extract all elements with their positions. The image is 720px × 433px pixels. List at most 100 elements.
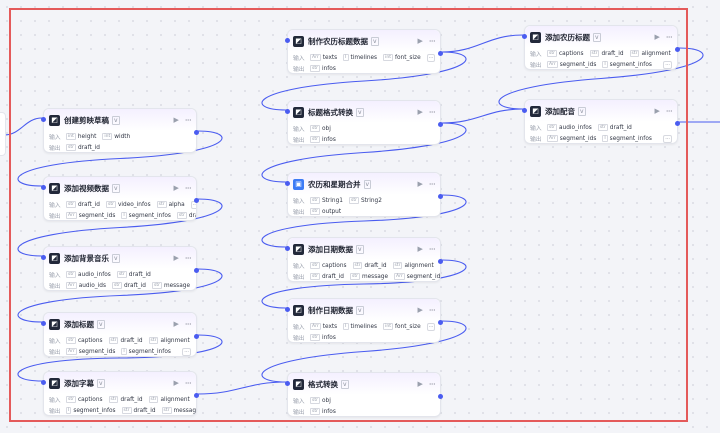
- output-port[interactable]: [194, 130, 199, 135]
- param-name: String2: [360, 197, 382, 204]
- input-port[interactable]: [285, 38, 290, 43]
- play-icon[interactable]: ▶: [654, 33, 660, 41]
- output-port[interactable]: [438, 194, 443, 199]
- wire-add-subtitle-to-format-convert[interactable]: [197, 381, 287, 395]
- output-port[interactable]: [194, 393, 199, 398]
- wire-lunar-week-merge-to-add-date-data[interactable]: [261, 194, 467, 248]
- input-port[interactable]: [41, 255, 46, 260]
- partial-node[interactable]: ···: [0, 112, 6, 156]
- more-icon[interactable]: ···: [184, 183, 192, 193]
- more-icon[interactable]: ···: [428, 305, 436, 315]
- output-port[interactable]: [194, 268, 199, 273]
- more-icon[interactable]: ···: [665, 32, 673, 42]
- more-icon[interactable]: ···: [428, 379, 436, 389]
- wire-add-date-data-to-make-date-data[interactable]: [261, 259, 467, 309]
- play-icon[interactable]: ▶: [173, 379, 179, 387]
- wire-make-lunar-title-data-to-title-format-convert[interactable]: [261, 51, 467, 111]
- play-icon[interactable]: ▶: [417, 245, 423, 253]
- more-icon[interactable]: ···: [428, 244, 436, 254]
- output-port[interactable]: [438, 51, 443, 56]
- output-port[interactable]: [438, 122, 443, 127]
- input-port[interactable]: [41, 321, 46, 326]
- wire-add-lunar-title-to-add-dubbing[interactable]: [498, 47, 704, 110]
- param-type: str: [111, 282, 122, 289]
- wire-title-format-convert-to-lunar-week-merge[interactable]: [261, 122, 467, 183]
- input-port[interactable]: [285, 381, 290, 386]
- output-port[interactable]: [194, 334, 199, 339]
- wire-create-draft-to-add-video-data[interactable]: [17, 130, 223, 187]
- more-icon[interactable]: ···: [428, 179, 436, 189]
- more-icon[interactable]: ···: [428, 107, 436, 117]
- play-icon[interactable]: ▶: [173, 254, 179, 262]
- input-port[interactable]: [285, 181, 290, 186]
- input-port[interactable]: [522, 108, 527, 113]
- more-icon[interactable]: ···: [665, 106, 673, 116]
- more-icon[interactable]: ···: [428, 36, 436, 46]
- wire-incoming[interactable]: [3, 117, 43, 136]
- param-name: obj: [321, 125, 331, 132]
- input-port[interactable]: [285, 109, 290, 114]
- play-icon[interactable]: ▶: [417, 37, 423, 45]
- play-icon[interactable]: ▶: [417, 380, 423, 388]
- input-port[interactable]: [285, 246, 290, 251]
- input-port[interactable]: [41, 117, 46, 122]
- play-icon[interactable]: ▶: [173, 116, 179, 124]
- more-icon[interactable]: ···: [184, 319, 192, 329]
- output-port[interactable]: [675, 121, 680, 126]
- more-params-icon[interactable]: ···: [663, 60, 672, 69]
- input-port[interactable]: [285, 307, 290, 312]
- wire-make-lunar-title-data-to-add-lunar-title[interactable]: [441, 34, 524, 53]
- play-icon[interactable]: ▶: [173, 184, 179, 192]
- more-icon[interactable]: ···: [184, 378, 192, 388]
- more-icon[interactable]: ···: [184, 115, 192, 125]
- output-port[interactable]: [438, 320, 443, 325]
- more-icon[interactable]: ···: [184, 253, 192, 263]
- more-params-icon[interactable]: ···: [426, 322, 436, 331]
- output-port[interactable]: [438, 259, 443, 264]
- play-icon[interactable]: ▶: [417, 306, 423, 314]
- input-port[interactable]: [41, 185, 46, 190]
- param-type: str: [116, 271, 127, 278]
- input-port[interactable]: [41, 380, 46, 385]
- play-icon[interactable]: ▶: [654, 107, 660, 115]
- version-badge-icon: v: [356, 244, 364, 254]
- more-params-icon[interactable]: ···: [190, 200, 196, 209]
- wire-title-format-convert-to-add-dubbing[interactable]: [441, 108, 524, 124]
- output-port[interactable]: [675, 47, 680, 52]
- input-port[interactable]: [522, 34, 527, 39]
- wire-make-date-data-to-format-convert[interactable]: [261, 320, 467, 383]
- wire-add-title-to-add-subtitle[interactable]: [17, 334, 223, 382]
- param-name: segment_ids: [559, 61, 597, 68]
- play-icon[interactable]: ▶: [173, 320, 179, 328]
- output-port[interactable]: [194, 198, 199, 203]
- wire-add-bg-music-to-add-title[interactable]: [17, 268, 223, 323]
- more-params-icon[interactable]: ···: [182, 347, 191, 356]
- play-icon[interactable]: ▶: [417, 180, 423, 188]
- play-icon[interactable]: ▶: [417, 108, 423, 116]
- more-params-icon[interactable]: ···: [663, 134, 672, 143]
- wire-add-video-data-to-add-bg-music[interactable]: [17, 198, 223, 257]
- more-params-icon[interactable]: ···: [426, 53, 436, 62]
- output-port[interactable]: [438, 394, 443, 399]
